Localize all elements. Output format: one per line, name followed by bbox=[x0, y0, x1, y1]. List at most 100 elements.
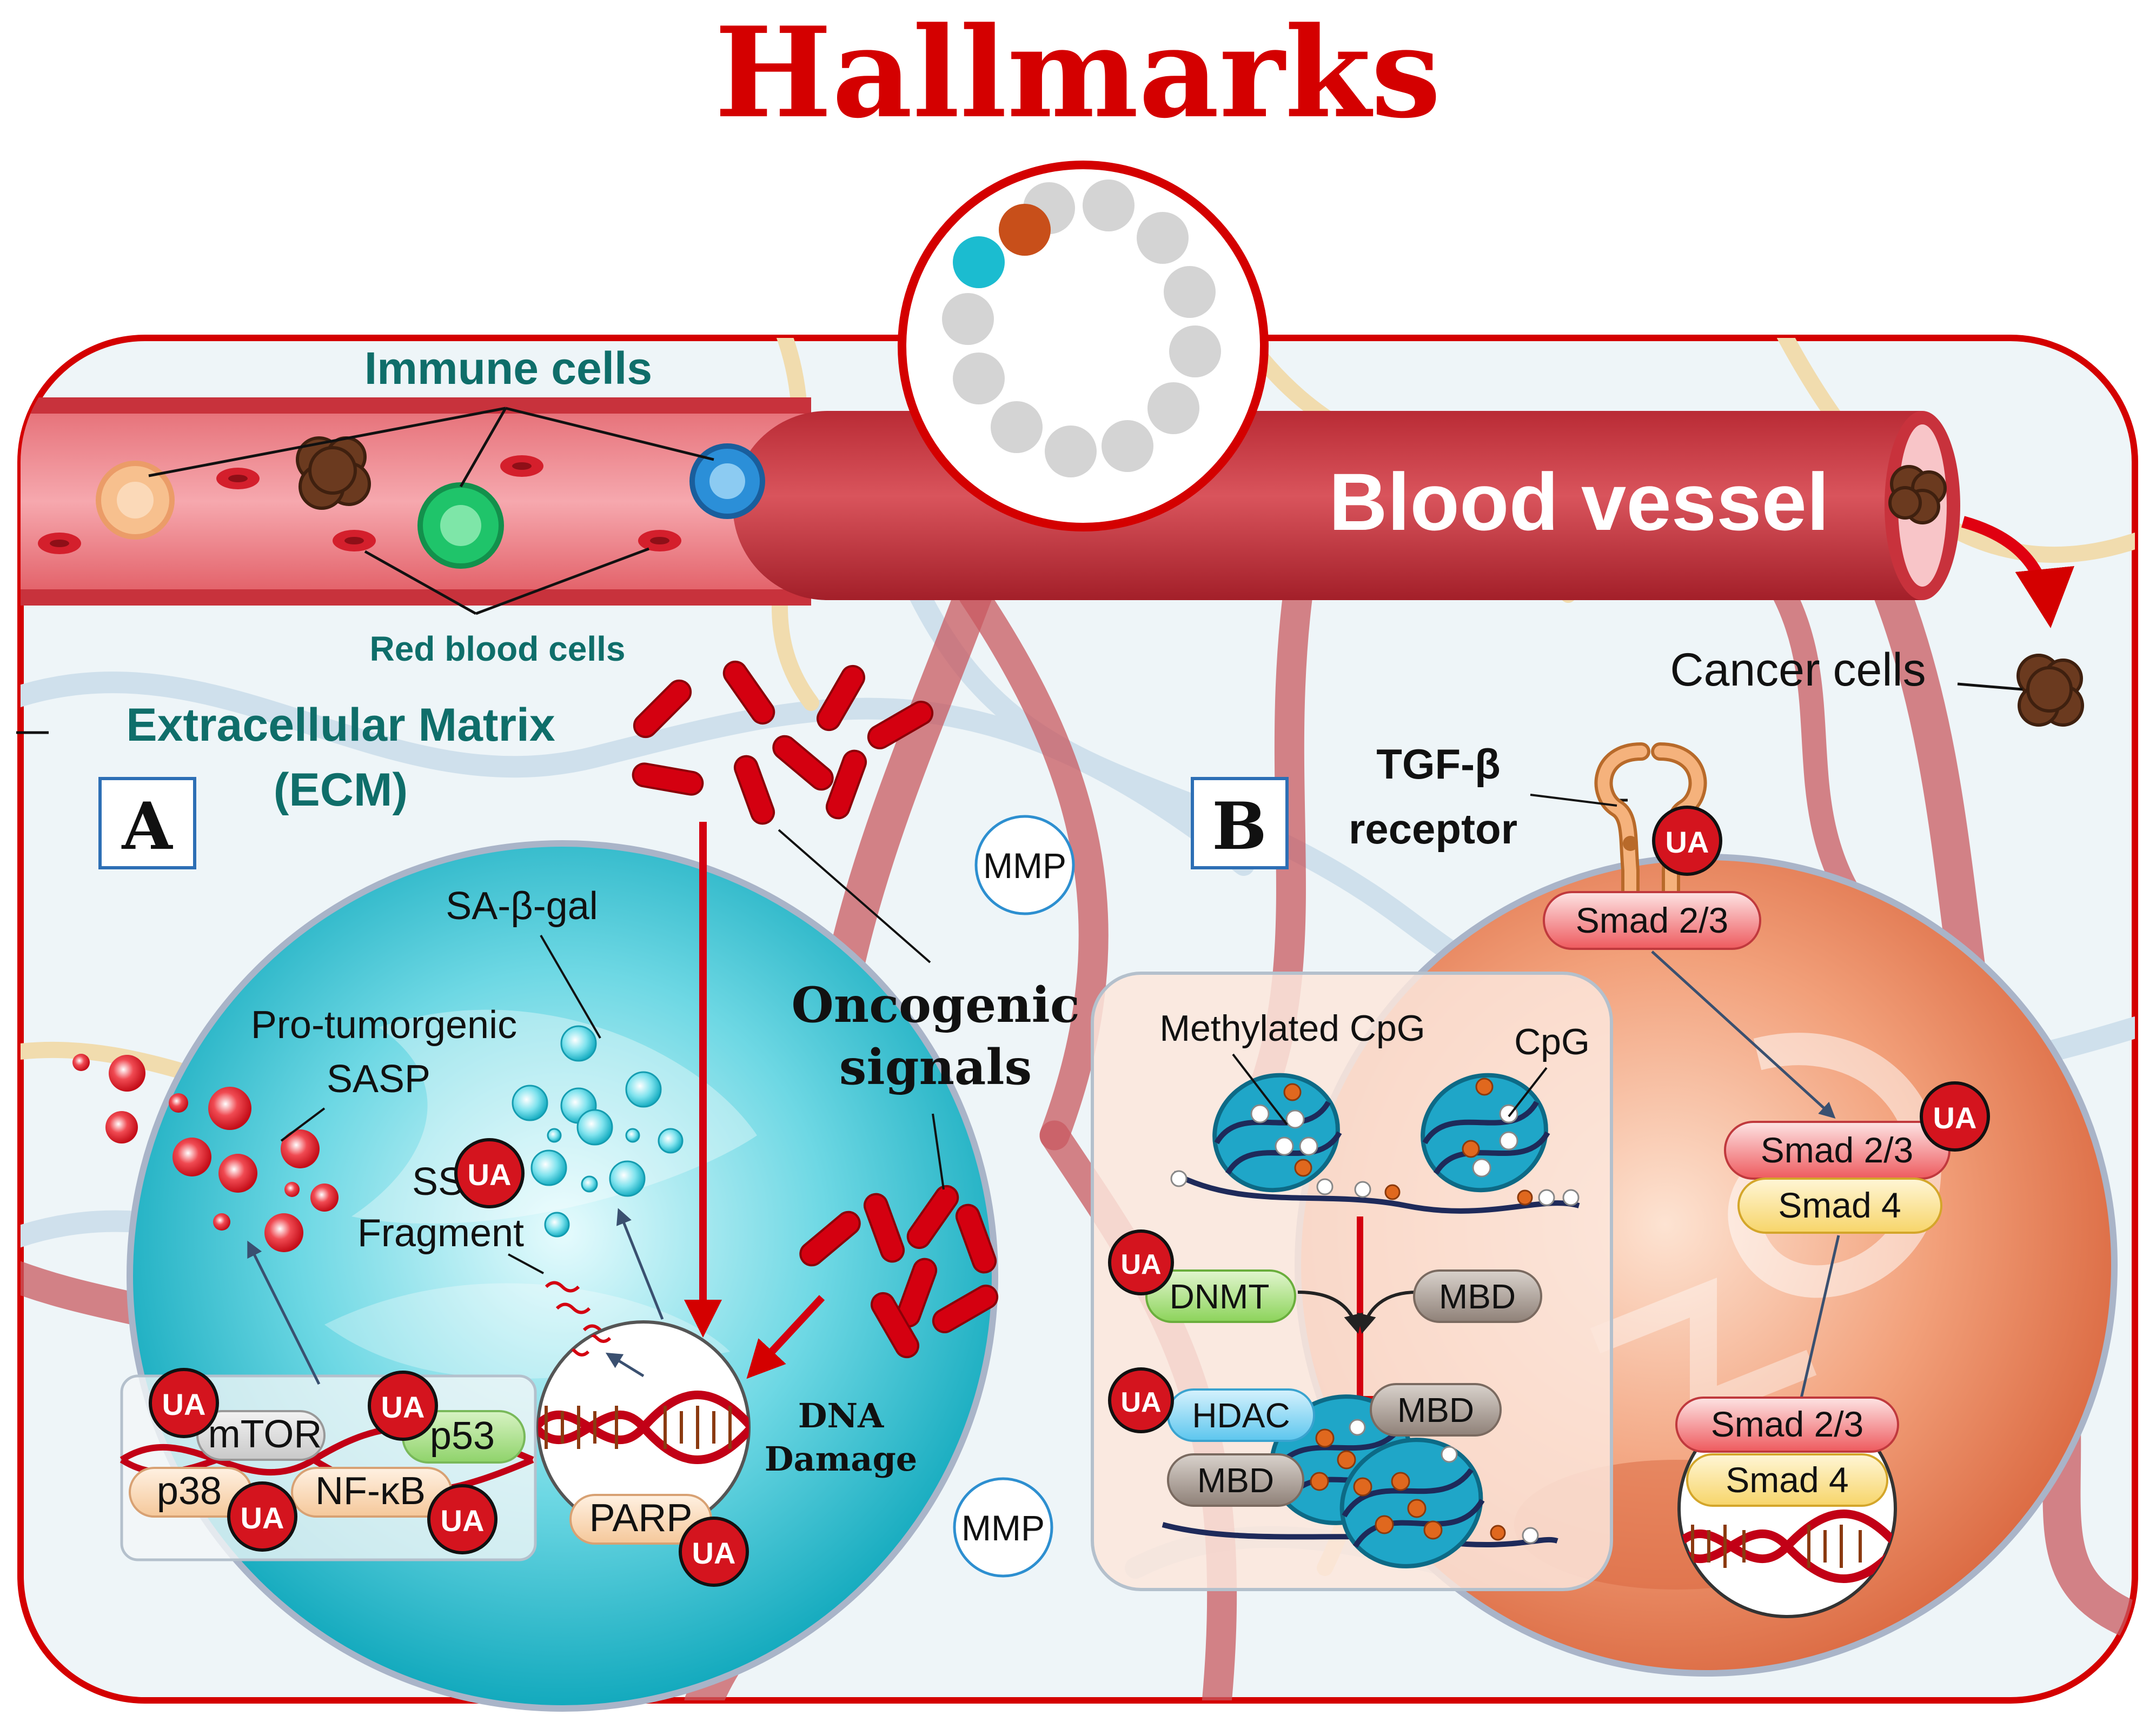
svg-text:UA: UA bbox=[1120, 1387, 1161, 1418]
dna-damage-label-line2: Damage bbox=[765, 1439, 918, 1479]
red-blood-cells bbox=[38, 455, 681, 554]
smad23-text-2: Smad 2/3 bbox=[1761, 1130, 1914, 1170]
mbd-text-1: MBD bbox=[1439, 1277, 1516, 1316]
pill-dnmt: DNMT bbox=[1145, 1269, 1296, 1323]
metastasis-arrow bbox=[1961, 516, 2074, 628]
oncogenic-signal-rods-lower bbox=[799, 1185, 999, 1359]
pill-mbd-1: MBD bbox=[1413, 1269, 1542, 1323]
svg-text:UA: UA bbox=[1666, 825, 1709, 859]
tgf-beta-label-line2: receptor bbox=[1349, 805, 1517, 853]
panel-a-badge: A bbox=[98, 777, 196, 869]
cell-a-callout-lines bbox=[280, 934, 601, 1274]
ua-badge-hdac: UA bbox=[1108, 1367, 1174, 1433]
pill-nfkb: NF-κB bbox=[291, 1467, 453, 1518]
pill-parp: PARP bbox=[569, 1494, 712, 1545]
cell-a-signal-arrows bbox=[247, 1208, 664, 1385]
svg-text:UA: UA bbox=[241, 1501, 284, 1535]
smad23-text-3: Smad 2/3 bbox=[1711, 1404, 1864, 1444]
ua-badge-parp: UA bbox=[679, 1517, 749, 1587]
tgf-callout-line bbox=[1530, 794, 1617, 807]
dnmt-text: DNMT bbox=[1170, 1277, 1270, 1316]
ua-badge-dnmt: UA bbox=[1108, 1229, 1174, 1295]
red-blood-cells-label: Red blood cells bbox=[370, 629, 626, 668]
svg-text:UA: UA bbox=[162, 1387, 206, 1421]
vessel-cross-section bbox=[898, 161, 1269, 531]
oncogenic-signal-rods bbox=[632, 660, 934, 825]
mbd-text-3: MBD bbox=[1197, 1461, 1274, 1500]
svg-text:UA: UA bbox=[1933, 1101, 1977, 1135]
mmp-label-top: MMP bbox=[983, 846, 1066, 886]
svg-text:UA: UA bbox=[468, 1158, 512, 1192]
hdac-text: HDAC bbox=[1192, 1396, 1290, 1435]
ua-badge-nfkb: UA bbox=[427, 1484, 497, 1554]
parp-text: PARP bbox=[589, 1497, 693, 1540]
svg-text:UA: UA bbox=[441, 1504, 485, 1538]
page-title: Hallmarks bbox=[714, 0, 1441, 146]
mmp-label-bottom: MMP bbox=[961, 1508, 1045, 1548]
smad-arrow-1 bbox=[1651, 950, 1836, 1119]
sa-beta-gal-label: SA-β-gal bbox=[446, 885, 598, 928]
panel-b-badge: B bbox=[1191, 777, 1289, 869]
pill-smad23-receptor: Smad 2/3 bbox=[1543, 891, 1761, 950]
dna-damage-label-line1: DNA bbox=[798, 1396, 884, 1435]
smad4-text-1: Smad 4 bbox=[1778, 1185, 1901, 1225]
pill-smad23-complex: Smad 2/3 bbox=[1724, 1121, 1951, 1180]
callout-lines bbox=[16, 407, 2023, 810]
pill-smad23-nucleus: Smad 2/3 bbox=[1675, 1397, 1899, 1453]
smad-line-2 bbox=[1799, 1235, 1840, 1401]
immune-cells bbox=[96, 443, 765, 569]
p53-text: p53 bbox=[430, 1414, 495, 1458]
ua-badge-p53: UA bbox=[368, 1371, 438, 1441]
oncogenic-callout-lines bbox=[778, 829, 945, 1190]
ua-badges: UA UA UA UA UA UA UA UA bbox=[149, 806, 1990, 1587]
cancer-cells-label: Cancer cells bbox=[1670, 644, 1926, 696]
mmp-bubble-bottom: MMP bbox=[953, 1477, 1053, 1578]
pill-hdac: HDAC bbox=[1167, 1388, 1315, 1442]
ua-badge-tgf: UA bbox=[1652, 806, 1722, 876]
pill-smad4-complex: Smad 4 bbox=[1737, 1178, 1942, 1234]
nucleosomes-bottom bbox=[1162, 1394, 1558, 1568]
ua-badge-smad: UA bbox=[1920, 1081, 1990, 1152]
blood-vessel-label: Blood vessel bbox=[1329, 456, 1829, 547]
mmp-bubble-top: MMP bbox=[974, 815, 1075, 915]
smad4-text-2: Smad 4 bbox=[1726, 1460, 1848, 1500]
ua-badge-mtor: UA bbox=[149, 1368, 219, 1438]
cpg-label: CpG bbox=[1514, 1021, 1590, 1062]
ua-badge-ss: UA bbox=[454, 1138, 525, 1208]
pill-mbd-2: MBD bbox=[1370, 1383, 1502, 1437]
pro-tumorgenic-label-line1: Pro-tumorgenic bbox=[251, 1003, 517, 1047]
pill-p38: p38 bbox=[129, 1467, 253, 1518]
pill-mtor: mTOR bbox=[196, 1410, 326, 1461]
ecm-label-line1: Extracellular Matrix bbox=[126, 699, 555, 751]
smad23-text-1: Smad 2/3 bbox=[1576, 900, 1729, 940]
cancer-cell-cluster bbox=[296, 436, 2084, 727]
immune-cells-label: Immune cells bbox=[364, 343, 652, 394]
nucleosomes-top bbox=[1170, 1073, 1580, 1214]
p38-text: p38 bbox=[157, 1470, 222, 1513]
pro-tumorgenic-label-line2: SASP bbox=[327, 1058, 430, 1101]
oncogenic-arrows bbox=[684, 822, 825, 1379]
oncogenic-signals-label-line2: signals bbox=[839, 1039, 1032, 1096]
svg-text:UA: UA bbox=[692, 1536, 736, 1570]
ecm-label-line2: (ECM) bbox=[274, 764, 408, 816]
panel-a-label: A bbox=[121, 788, 173, 865]
fragment-label: Fragment bbox=[357, 1212, 524, 1255]
nfkb-text: NF-κB bbox=[315, 1470, 426, 1513]
mtor-text: mTOR bbox=[208, 1413, 322, 1456]
pill-mbd-3: MBD bbox=[1167, 1453, 1304, 1507]
mbd-text-2: MBD bbox=[1397, 1391, 1474, 1430]
ua-badge-p38: UA bbox=[227, 1481, 297, 1552]
cpg-callout-lines bbox=[1232, 1053, 1548, 1126]
sa-beta-gal-particles bbox=[512, 1025, 684, 1238]
pill-smad4-nucleus: Smad 4 bbox=[1686, 1453, 1888, 1507]
svg-text:UA: UA bbox=[1120, 1249, 1161, 1280]
svg-text:UA: UA bbox=[381, 1390, 425, 1424]
sasp-particles bbox=[72, 1054, 339, 1252]
methylated-cpg-label: Methylated CpG bbox=[1159, 1008, 1425, 1049]
panel-b-label: B bbox=[1212, 788, 1266, 865]
tgf-beta-label-line1: TGF-β bbox=[1376, 740, 1501, 788]
oncogenic-signals-label-line1: Oncogenic bbox=[791, 976, 1079, 1034]
dna-damage-magnifier bbox=[536, 1320, 751, 1534]
enzyme-arrows bbox=[1297, 1291, 1417, 1334]
